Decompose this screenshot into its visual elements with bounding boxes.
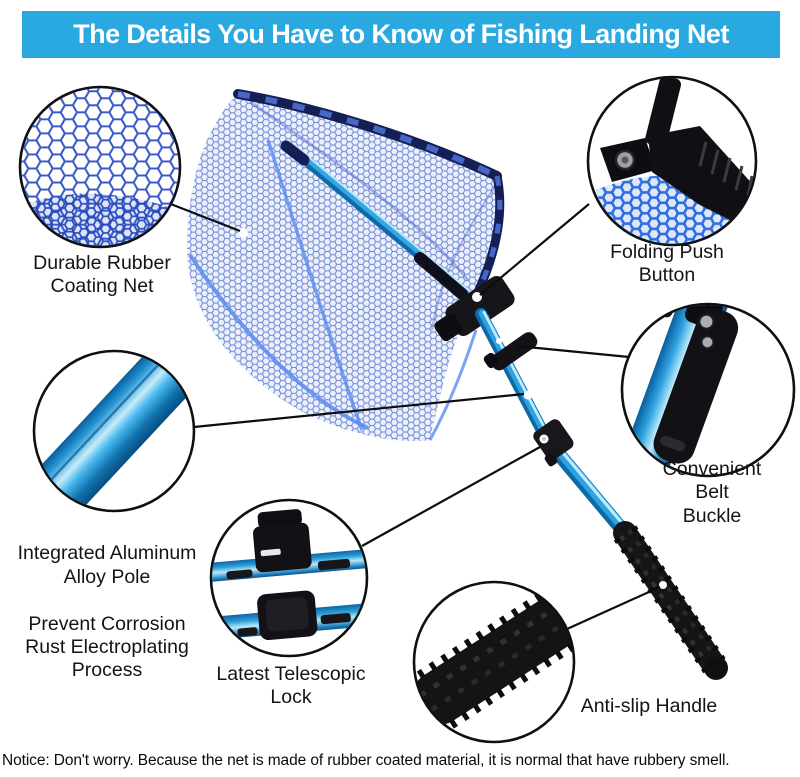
page-title: The Details You Have to Know of Fishing … [73,19,729,49]
lock-collar [533,419,574,467]
label-aluminum-alloy-pole-top: Integrated Aluminum Alloy Pole [17,542,197,588]
magnifier-push-button [586,75,758,247]
net-frame-arm [280,140,473,301]
label-aluminum-alloy-pole: Integrated Aluminum Alloy Pole Prevent C… [18,519,197,706]
magnifier-mesh-detail [18,85,182,249]
magnifier-aluminum-pole [32,349,196,513]
label-anti-slip-handle: Anti-slip Handle [580,695,718,717]
net-rim-frame [233,89,505,297]
magnifier-anti-slip-handle [412,580,576,744]
label-latest-telescopic-lock: Latest Telescopic Lock [216,663,366,709]
label-convenient-belt-buckle: Convenient Belt Buckle [662,458,762,527]
label-durable-rubber-coating-net: Durable Rubber Coating Net [33,252,171,298]
anti-slip-handle [613,521,728,680]
label-aluminum-alloy-pole-bottom: Prevent Corrosion Rust Electroplating Pr… [25,612,189,682]
landing-net-photo [186,89,728,680]
notice-text: Notice: Don't worry. Because the net is … [2,752,730,769]
title-banner: The Details You Have to Know of Fishing … [22,11,780,58]
line-to-handle [566,585,661,631]
line-to-net [162,199,241,233]
label-folding-push-button: Folding Push Button [610,241,724,287]
magnifier-telescopic-lock [209,498,369,658]
line-to-lock [361,446,541,547]
net-mesh-bag [186,94,502,442]
line-to-pole [193,392,525,429]
line-to-joint [479,203,590,296]
line-to-belt-clip [516,344,630,359]
callout-lines [162,199,661,631]
rivet-dots [238,228,667,589]
belt-clip [483,332,538,371]
